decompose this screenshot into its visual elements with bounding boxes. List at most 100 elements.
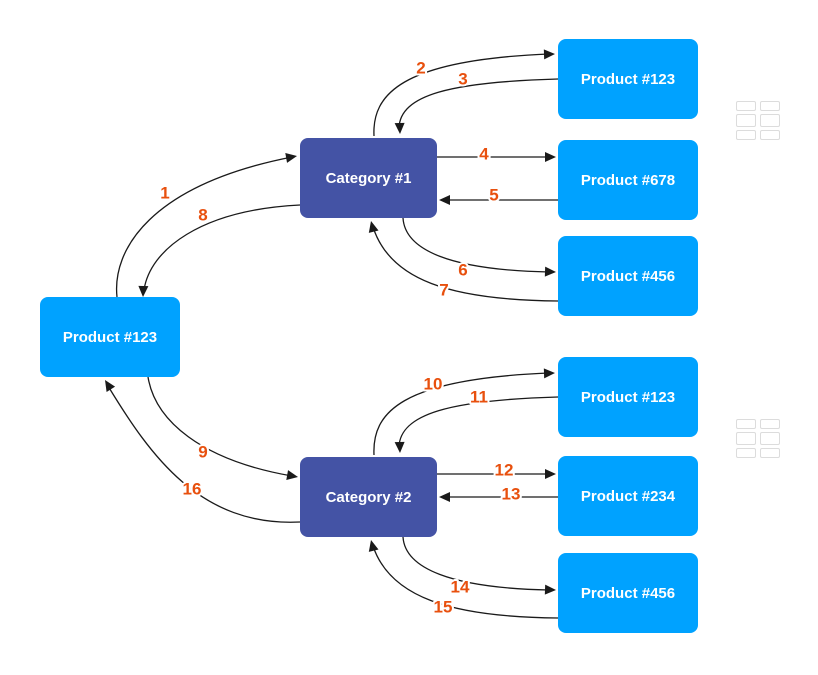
edge-14[interactable] <box>402 536 556 595</box>
grid-cell-icon <box>736 419 756 429</box>
edge-line-2 <box>373 53 550 137</box>
grid-cell-icon <box>760 101 780 111</box>
arrowhead-icon-5 <box>439 195 450 205</box>
edge-line-15 <box>372 545 559 619</box>
arrowhead-icon-12 <box>545 469 556 479</box>
node-label-p2: Product #678 <box>581 172 675 189</box>
edge-7[interactable] <box>366 220 559 302</box>
edge-label-halo-14: 14 <box>451 577 470 596</box>
edge-9[interactable] <box>147 376 299 482</box>
edge-label-1: 1 <box>160 183 169 202</box>
edge-3[interactable] <box>394 78 559 134</box>
node-p3[interactable]: Product #456 <box>558 236 698 316</box>
edge-16[interactable] <box>101 377 301 523</box>
edge-2[interactable] <box>373 49 555 137</box>
edge-12[interactable] <box>437 469 556 479</box>
edge-13[interactable] <box>439 492 558 502</box>
edge-line-8 <box>143 204 301 291</box>
edge-label-5: 5 <box>489 185 498 204</box>
node-cat1[interactable]: Category #1 <box>300 138 437 218</box>
edge-15[interactable] <box>366 539 559 619</box>
edge-label-14: 14 <box>451 577 470 596</box>
node-src[interactable]: Product #123 <box>40 297 180 377</box>
arrowhead-icon-6 <box>544 266 556 277</box>
edge-line-6 <box>402 217 550 273</box>
edge-label-halo-13: 13 <box>502 484 521 503</box>
node-label-cat1: Category #1 <box>326 170 412 187</box>
arrowhead-icon-1 <box>285 152 297 163</box>
arrowhead-icon-14 <box>544 584 556 595</box>
node-p1[interactable]: Product #123 <box>558 39 698 119</box>
edge-label-3: 3 <box>458 69 467 88</box>
edge-label-halo-8: 8 <box>198 205 207 224</box>
node-p4[interactable]: Product #123 <box>558 357 698 437</box>
edge-1[interactable] <box>115 151 298 298</box>
edge-11[interactable] <box>394 396 559 453</box>
arrowhead-icon-16 <box>105 380 116 392</box>
edge-line-1 <box>115 156 293 298</box>
edge-labels-layer: 1122334455667788991010111112121313141415… <box>158 56 522 618</box>
edge-label-halo-11: 11 <box>470 387 488 406</box>
edge-line-10 <box>373 372 550 456</box>
arrowhead-icon-15 <box>368 540 379 552</box>
node-box-p6 <box>558 553 698 633</box>
edge-line-9 <box>147 376 293 477</box>
edges-layer <box>101 49 559 619</box>
edge-label-halo-7: 7 <box>439 280 448 299</box>
edge-line-3 <box>398 78 559 129</box>
arrowhead-icon-8 <box>138 285 149 297</box>
grid-watermark-bottom <box>736 419 780 461</box>
edge-label-halo-16: 16 <box>183 479 202 498</box>
edge-6[interactable] <box>402 217 556 277</box>
node-label-p1: Product #123 <box>581 71 675 88</box>
arrowhead-icon-11 <box>394 441 405 453</box>
node-box-cat2 <box>300 457 437 537</box>
edge-8[interactable] <box>138 204 301 297</box>
arrowhead-icon-9 <box>286 470 298 481</box>
edge-label-halo-3: 3 <box>458 69 467 88</box>
node-p5[interactable]: Product #234 <box>558 456 698 536</box>
edge-label-16: 16 <box>183 479 202 498</box>
edge-4[interactable] <box>437 152 556 162</box>
edge-10[interactable] <box>373 368 555 456</box>
node-cat2[interactable]: Category #2 <box>300 457 437 537</box>
arrowhead-icon-13 <box>439 492 450 502</box>
edge-line-16 <box>107 385 301 523</box>
node-label-p6: Product #456 <box>581 585 675 602</box>
edge-label-7: 7 <box>439 280 448 299</box>
node-box-src <box>40 297 180 377</box>
node-label-p5: Product #234 <box>581 488 676 505</box>
arrowhead-icon-7 <box>368 221 379 233</box>
grid-cell-icon <box>736 432 756 445</box>
node-p6[interactable]: Product #456 <box>558 553 698 633</box>
edge-label-halo-12: 12 <box>495 460 514 479</box>
grid-cell-icon <box>736 448 756 458</box>
node-label-cat2: Category #2 <box>326 489 412 506</box>
edge-line-14 <box>402 536 550 591</box>
node-box-p2 <box>558 140 698 220</box>
node-box-p3 <box>558 236 698 316</box>
edge-label-12: 12 <box>495 460 514 479</box>
edge-label-halo-6: 6 <box>458 260 467 279</box>
node-box-cat1 <box>300 138 437 218</box>
edge-label-8: 8 <box>198 205 207 224</box>
arrowhead-icon-10 <box>543 368 555 379</box>
grid-cell-icon <box>736 114 756 127</box>
grid-cell-icon <box>736 130 756 140</box>
grid-cell-icon <box>760 114 780 127</box>
grid-cell-icon <box>760 448 780 458</box>
edge-label-halo-4: 4 <box>479 144 489 163</box>
edge-line-7 <box>372 226 559 302</box>
edge-5[interactable] <box>439 195 558 205</box>
node-label-p3: Product #456 <box>581 268 675 285</box>
edge-label-halo-10: 10 <box>424 374 443 393</box>
arrowhead-icon-2 <box>543 49 555 60</box>
node-p2[interactable]: Product #678 <box>558 140 698 220</box>
grid-cell-icon <box>760 130 780 140</box>
grid-watermark-top <box>736 101 780 143</box>
edge-label-halo-1: 1 <box>160 183 169 202</box>
edge-label-halo-9: 9 <box>198 442 207 461</box>
edge-label-4: 4 <box>479 144 489 163</box>
